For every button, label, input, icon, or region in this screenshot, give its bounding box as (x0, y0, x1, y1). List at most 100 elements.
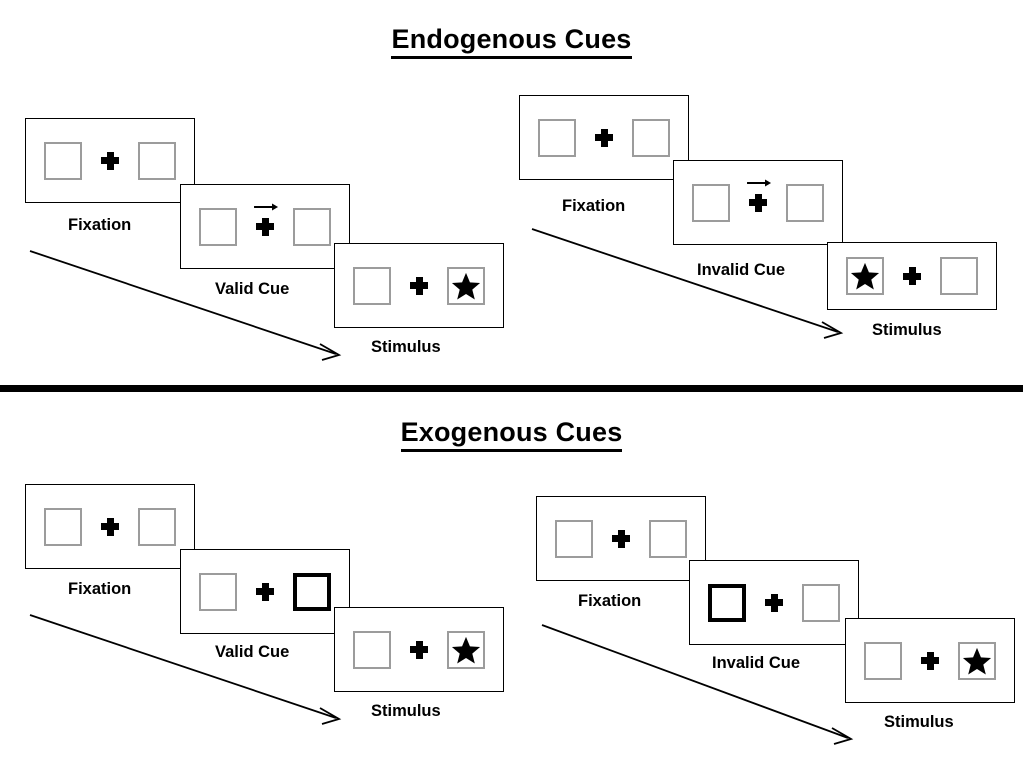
panel-endogenous-invalid-stimulus (827, 242, 997, 310)
spacer (429, 285, 447, 286)
spacer (275, 226, 293, 227)
left-box (555, 519, 593, 558)
panel-label-exogenous-invalid-fixation: Fixation (578, 592, 642, 610)
section-title-exogenous-text: Exogenous Cues (400, 417, 623, 452)
panel-content (199, 203, 331, 246)
time-flow-arrow-icon-exogenous-valid (29, 614, 342, 725)
panel-exogenous-valid-cue (180, 549, 350, 634)
panel-label-endogenous-invalid-stimulus: Stimulus (872, 321, 942, 339)
left-box (44, 141, 82, 180)
spacer (237, 591, 255, 592)
panel-label-exogenous-invalid-stimulus: Stimulus (884, 713, 954, 731)
star-icon (451, 272, 481, 299)
spacer (746, 602, 764, 603)
section-title-exogenous: Exogenous Cues (0, 417, 1023, 452)
panel-exogenous-invalid-stimulus (845, 618, 1015, 703)
left-box (353, 266, 391, 305)
spacer (576, 137, 594, 138)
spacer (614, 137, 632, 138)
right-box (632, 118, 670, 157)
left-box (864, 641, 902, 680)
left-box (199, 207, 237, 246)
right-box (940, 257, 978, 295)
spacer (391, 285, 409, 286)
right-box (447, 266, 485, 305)
panel-content (864, 641, 996, 680)
fixation-cross-icon (611, 529, 631, 549)
star-icon (850, 262, 880, 290)
left-box-highlighted (708, 583, 746, 622)
panel-content (692, 179, 824, 222)
fixation-cross-icon (100, 151, 120, 171)
panel-endogenous-valid-fixation (25, 118, 195, 203)
right-box (786, 183, 824, 222)
spacer (82, 526, 100, 527)
right-box (649, 519, 687, 558)
panel-content (199, 572, 331, 611)
panel-exogenous-invalid-fixation (536, 496, 706, 581)
panel-label-exogenous-valid-cue: Valid Cue (215, 643, 290, 661)
spacer (82, 160, 100, 161)
panel-content (44, 141, 176, 180)
fixation-cross-icon (409, 640, 429, 660)
spacer (730, 202, 748, 203)
time-flow-arrow-icon-endogenous-valid (29, 250, 342, 361)
fixation-cross-icon (747, 179, 772, 213)
panel-label-exogenous-valid-stimulus: Stimulus (371, 702, 441, 720)
right-box (138, 141, 176, 180)
section-title-endogenous-text: Endogenous Cues (391, 24, 632, 59)
spacer (237, 226, 255, 227)
spacer (120, 160, 138, 161)
spacer (940, 660, 958, 661)
time-flow-arrow-icon-endogenous-invalid (531, 228, 844, 339)
panel-endogenous-valid-stimulus (334, 243, 504, 328)
star-icon (962, 647, 992, 674)
panel-exogenous-valid-fixation (25, 484, 195, 569)
right-box (138, 507, 176, 546)
fixation-cross-icon (409, 276, 429, 296)
panel-endogenous-valid-cue (180, 184, 350, 269)
panel-label-exogenous-invalid-cue: Invalid Cue (712, 654, 801, 672)
panel-endogenous-invalid-fixation (519, 95, 689, 180)
panel-endogenous-invalid-cue (673, 160, 843, 245)
spacer (784, 602, 802, 603)
panel-label-endogenous-invalid-fixation: Fixation (562, 197, 626, 215)
fixation-cross-icon (254, 203, 279, 237)
fixation-cross-icon (255, 582, 275, 602)
left-box (846, 257, 884, 295)
spacer (429, 649, 447, 650)
left-box (353, 630, 391, 669)
panel-content (555, 519, 687, 558)
panel-content (708, 583, 840, 622)
spacer (275, 591, 293, 592)
panel-content (846, 257, 978, 295)
section-divider (0, 385, 1023, 392)
panel-label-endogenous-valid-cue: Valid Cue (215, 280, 290, 298)
panel-content (353, 266, 485, 305)
panel-exogenous-invalid-cue (689, 560, 859, 645)
panel-exogenous-valid-stimulus (334, 607, 504, 692)
left-box (44, 507, 82, 546)
section-title-endogenous: Endogenous Cues (0, 24, 1023, 59)
spacer (593, 538, 611, 539)
panel-content (44, 507, 176, 546)
left-box (692, 183, 730, 222)
fixation-cross-icon (902, 266, 922, 286)
left-box (538, 118, 576, 157)
right-box (447, 630, 485, 669)
star-icon (451, 636, 481, 663)
right-box (293, 207, 331, 246)
arrow-right-icon (254, 203, 279, 210)
right-box-highlighted (293, 572, 331, 611)
panel-label-endogenous-valid-stimulus: Stimulus (371, 338, 441, 356)
right-box (802, 583, 840, 622)
fixation-cross-icon (764, 593, 784, 613)
panel-content (353, 630, 485, 669)
time-flow-arrow-icon-exogenous-invalid (541, 624, 854, 745)
spacer (922, 276, 940, 277)
spacer (391, 649, 409, 650)
left-box (199, 572, 237, 611)
panel-label-exogenous-valid-fixation: Fixation (68, 580, 132, 598)
arrow-right-icon (747, 179, 772, 186)
fixation-cross-icon (100, 517, 120, 537)
